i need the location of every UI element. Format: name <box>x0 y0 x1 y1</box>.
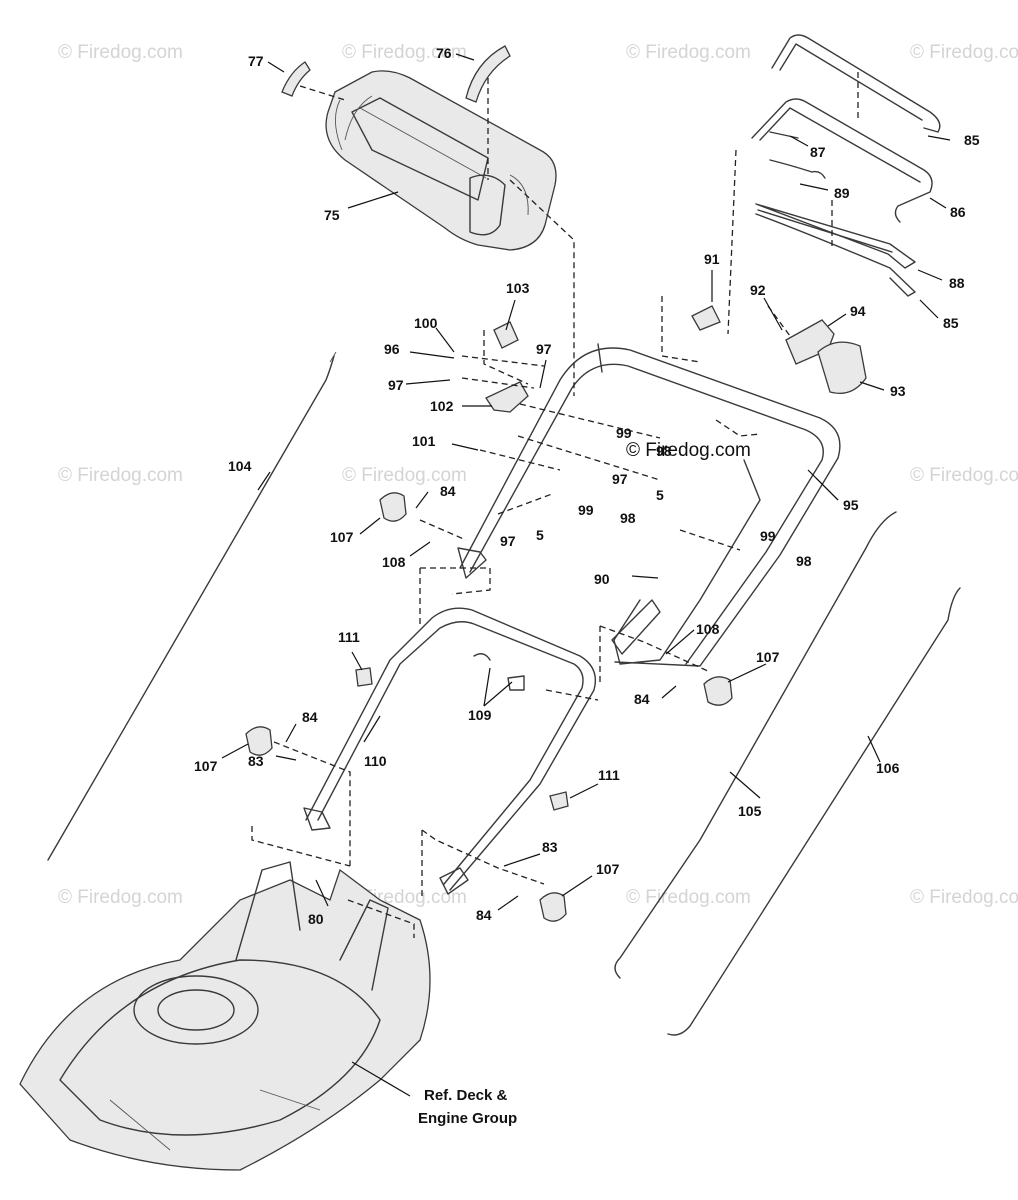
knob-107-a <box>379 492 407 522</box>
callout-76: 76 <box>436 45 452 61</box>
leader-lines <box>221 53 951 1097</box>
grass-bag <box>325 70 557 251</box>
callout-103: 103 <box>506 280 530 296</box>
callout-80: 80 <box>308 911 324 927</box>
switch-box-93 <box>817 341 867 395</box>
callout-99: 99 <box>760 528 776 544</box>
callout-numbers: 77 76 75 85 87 89 86 88 85 91 92 94 93 9… <box>194 45 980 927</box>
callout-75: 75 <box>324 207 340 223</box>
cable-106 <box>667 587 961 1036</box>
callout-84: 84 <box>634 691 650 707</box>
bracket-103 <box>493 321 519 349</box>
bag-clip-77 <box>281 61 311 97</box>
callout-90: 90 <box>594 571 610 587</box>
callout-97: 97 <box>500 533 516 549</box>
watermark: © Firedog.com <box>342 465 467 486</box>
callout-85: 85 <box>943 315 959 331</box>
watermark: © Firedog.com <box>58 887 183 908</box>
assembly-lines <box>251 72 859 938</box>
bag-clip-76 <box>465 45 511 103</box>
cable-104 <box>47 351 337 861</box>
callout-99: 99 <box>578 502 594 518</box>
callout-86: 86 <box>950 204 966 220</box>
callout-97: 97 <box>388 377 404 393</box>
knob-107-c <box>245 726 273 756</box>
callout-102: 102 <box>430 398 454 414</box>
callout-83: 83 <box>248 753 264 769</box>
bail-rod-88 <box>755 203 916 269</box>
callout-91: 91 <box>704 251 720 267</box>
callout-108: 108 <box>382 554 406 570</box>
watermark: © Firedog.com <box>342 42 467 63</box>
callout-84: 84 <box>476 907 492 923</box>
center-watermark: © Firedog.com <box>626 440 751 461</box>
watermark-grid: © Firedog.com © Firedog.com © Firedog.co… <box>58 42 1018 908</box>
upper-handle-bar <box>771 34 941 133</box>
callout-107: 107 <box>194 758 218 774</box>
watermark: © Firedog.com <box>626 887 751 908</box>
knob-107-d <box>539 892 567 922</box>
bail-spring-89 <box>769 159 826 179</box>
bail-rod-85b <box>755 213 916 297</box>
callout-100: 100 <box>414 315 438 331</box>
watermark: © Firedog.com <box>626 42 751 63</box>
coupler-111-b <box>549 791 569 811</box>
callout-107: 107 <box>596 861 620 877</box>
callout-84: 84 <box>440 483 456 499</box>
watermark: © Firedog.com <box>58 42 183 63</box>
callout-77: 77 <box>248 53 264 69</box>
watermark: © Firedog.com <box>58 465 183 486</box>
bolt-109 <box>473 653 525 691</box>
callout-98: 98 <box>620 510 636 526</box>
reference-note-line2: Engine Group <box>418 1110 517 1127</box>
callout-5: 5 <box>536 527 544 543</box>
callout-88: 88 <box>949 275 965 291</box>
coupler-111-a <box>355 667 373 687</box>
watermark: © Firedog.com <box>910 42 1018 63</box>
cable-105 <box>614 511 897 979</box>
callout-97: 97 <box>612 471 628 487</box>
callout-96: 96 <box>384 341 400 357</box>
callout-106: 106 <box>876 760 900 776</box>
callout-5: 5 <box>656 487 664 503</box>
cable-guide-91 <box>691 305 721 331</box>
callout-87: 87 <box>810 144 826 160</box>
callout-110: 110 <box>364 753 387 769</box>
callout-83: 83 <box>542 839 558 855</box>
mower-deck <box>19 861 431 1171</box>
watermark: © Firedog.com <box>910 887 1018 908</box>
callout-97: 97 <box>536 341 552 357</box>
callout-105: 105 <box>738 803 762 819</box>
reference-note: Ref. Deck & Engine Group <box>418 1087 517 1127</box>
callout-107: 107 <box>330 529 354 545</box>
watermark: © Firedog.com <box>910 465 1018 486</box>
callout-99: 99 <box>616 425 632 441</box>
callout-104: 104 <box>228 458 252 474</box>
callout-93: 93 <box>890 383 906 399</box>
callout-94: 94 <box>850 303 866 319</box>
callout-98: 98 <box>796 553 812 569</box>
callout-111: 111 <box>598 767 620 783</box>
reference-note-line1: Ref. Deck & <box>424 1087 508 1104</box>
bail-handle <box>751 98 933 223</box>
callout-98: 98 <box>656 443 672 459</box>
callout-89: 89 <box>834 185 850 201</box>
callout-101: 101 <box>412 433 436 449</box>
callout-108: 108 <box>696 621 720 637</box>
lower-handle <box>303 607 597 895</box>
callout-109: 109 <box>468 707 492 723</box>
callout-111: 111 <box>338 629 360 645</box>
callout-84: 84 <box>302 709 318 725</box>
callout-95: 95 <box>843 497 859 513</box>
callout-85: 85 <box>964 132 980 148</box>
switch-cover-94 <box>785 319 835 365</box>
callout-107: 107 <box>756 649 780 665</box>
knob-107-b <box>703 676 733 706</box>
callout-92: 92 <box>750 282 766 298</box>
